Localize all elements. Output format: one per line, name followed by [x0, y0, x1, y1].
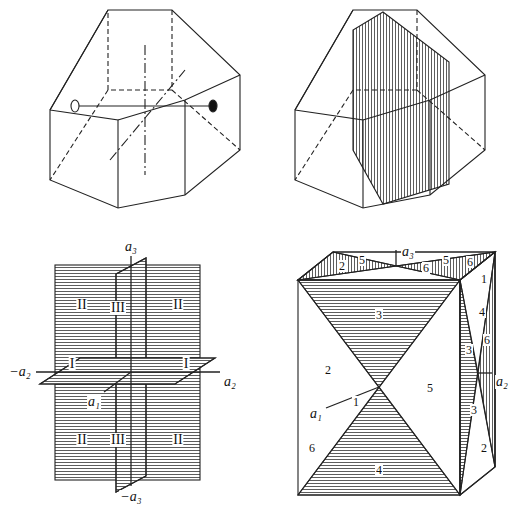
plane-label: II — [76, 433, 87, 447]
face-number: 5 — [358, 254, 366, 266]
axis-label: a₁ — [87, 395, 101, 409]
face-number: 6 — [466, 256, 474, 268]
cube-planes — [298, 250, 495, 495]
plane-label: III — [110, 433, 126, 447]
plane-label: I — [69, 357, 76, 371]
face-number: 3 — [470, 404, 478, 416]
face-number: 6 — [308, 442, 316, 454]
mirror-planes — [36, 256, 220, 492]
face-number: 6 — [422, 262, 430, 274]
face-number: 3 — [465, 344, 473, 356]
axis-label: a₃ — [401, 245, 415, 259]
axis-label: a₂ — [495, 375, 509, 389]
face-number: 6 — [483, 334, 491, 346]
face-number: 1 — [480, 273, 488, 285]
crystal-mirror-plane — [295, 10, 485, 208]
face-number: 5 — [426, 382, 434, 394]
axis-label: a₁ — [309, 407, 323, 421]
plane-label: II — [172, 433, 183, 447]
axis-label: −a₃ — [119, 490, 142, 504]
face-number: 2 — [324, 364, 332, 376]
axis-label: a₃ — [124, 240, 138, 254]
plane-label: II — [172, 298, 183, 312]
plane-label: III — [110, 301, 126, 315]
face-number: 2 — [480, 442, 488, 454]
face-number: 1 — [352, 396, 360, 408]
face-number: 5 — [442, 254, 450, 266]
face-number: 4 — [478, 306, 486, 318]
face-number: 3 — [375, 309, 383, 321]
crystal-rotation-axis — [50, 10, 240, 208]
face-number: 4 — [375, 464, 383, 476]
face-number: 2 — [338, 260, 346, 272]
axis-label: a₂ — [223, 375, 237, 389]
plane-label: II — [76, 298, 87, 312]
plane-label: I — [183, 357, 190, 371]
axis-label: −a₂ — [8, 365, 31, 379]
